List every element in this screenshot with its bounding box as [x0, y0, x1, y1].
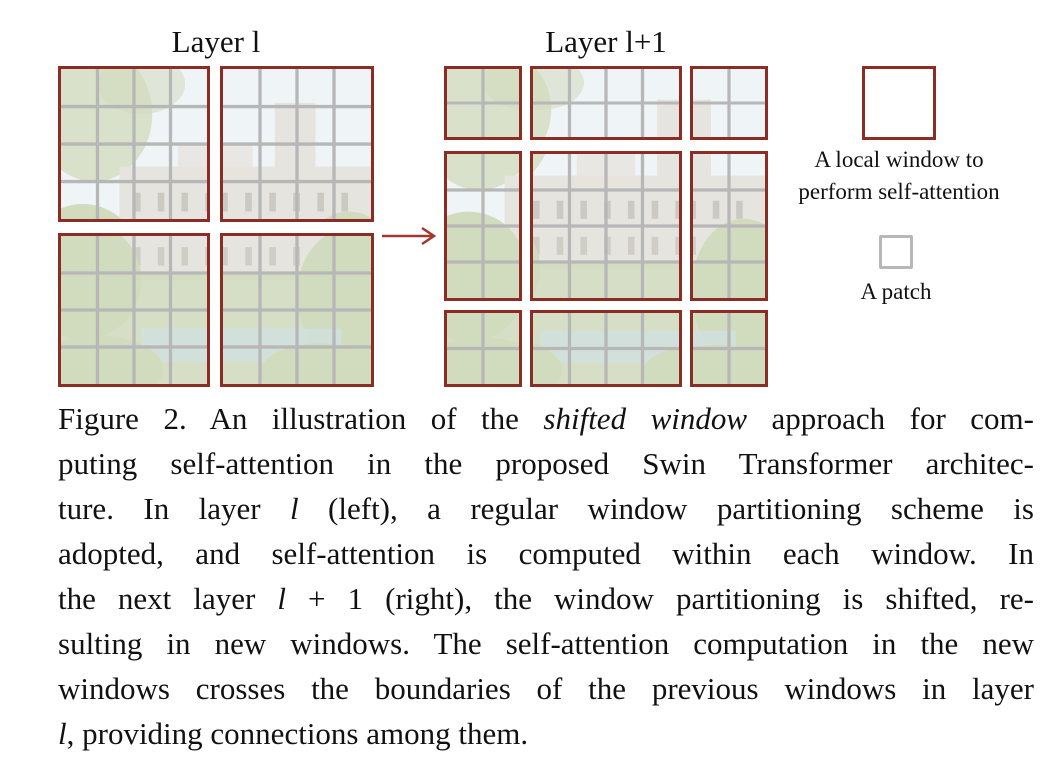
window-scene [533, 154, 679, 298]
caption-text: the next layer [58, 581, 278, 616]
legend-window-label-line2: perform self-attention [798, 179, 1000, 204]
caption-line-3: ture. In layer l (left), a regular windo… [58, 486, 1034, 531]
caption-math: l [290, 491, 299, 526]
layer-l-window-bottom-left [58, 233, 210, 387]
layer-l1-window-r2c1 [444, 151, 522, 301]
legend-window-swatch [862, 66, 936, 140]
window-scene [533, 313, 679, 384]
caption-line-7: windows crosses the boundaries of the pr… [58, 671, 1034, 706]
layer-l1-window-r1c2 [530, 66, 682, 140]
caption-text: (left), a regular window partitioning sc… [298, 491, 1034, 526]
legend-patch-label: A patch [860, 279, 932, 304]
legend-window-label-line1: A local window to [814, 147, 984, 172]
caption-line-5: the next layer l + 1 (right), the window… [58, 576, 1034, 621]
layer-l-window-top-left [58, 66, 210, 222]
layer-l1-window-r3c1 [444, 310, 522, 387]
layer-l-window-top-right [220, 66, 374, 222]
layer-l-plus-1-title: Layer l+1 [545, 24, 667, 59]
caption-line-6: sulting in new windows. The self-attenti… [58, 626, 1034, 661]
figure-caption: Figure 2. An illustration of the shifted… [58, 396, 1034, 756]
layer-l1-window-r1c3 [690, 66, 768, 140]
caption-line-4: adopted, and self-attention is computed … [58, 536, 1034, 571]
caption-math: l [277, 581, 286, 616]
window-scene [447, 69, 519, 137]
layer-l1-window-r2c2 [530, 151, 682, 301]
layer-l1-window-r3c3 [690, 310, 768, 387]
caption-text: + 1 (right), the window partitioning is … [285, 581, 1034, 616]
window-scene [223, 69, 371, 219]
window-scene [693, 69, 765, 137]
caption-line-2: puting self-attention in the proposed Sw… [58, 446, 1034, 481]
layer-l1-window-r3c2 [530, 310, 682, 387]
shift-arrow-icon [382, 226, 437, 246]
layer-l-title: Layer l [171, 24, 261, 59]
caption-line-1: Figure 2. An illustration of the shifted… [58, 396, 1034, 441]
window-scene [223, 236, 371, 384]
window-scene [693, 154, 765, 298]
layer-l1-window-r2c3 [690, 151, 768, 301]
window-scene [447, 313, 519, 384]
caption-line-8: l, providing connections among them. [58, 711, 1034, 756]
caption-math: l [58, 716, 67, 751]
caption-text: Figure 2. An illustration of the [58, 401, 544, 436]
caption-text: approach for com- [747, 401, 1034, 436]
layer-l-window-bottom-right [220, 233, 374, 387]
window-scene [61, 69, 207, 219]
caption-emphasis: shifted window [543, 401, 748, 436]
caption-text: , providing connections among them. [66, 716, 529, 751]
window-scene [533, 69, 679, 137]
legend-window-label: A local window to perform self-attention [770, 144, 1028, 208]
legend-patch-swatch [879, 235, 913, 269]
layer-l1-window-r1c1 [444, 66, 522, 140]
window-scene [693, 313, 765, 384]
caption-text: ture. In layer [58, 491, 290, 526]
window-scene [447, 154, 519, 298]
window-scene [61, 236, 207, 384]
